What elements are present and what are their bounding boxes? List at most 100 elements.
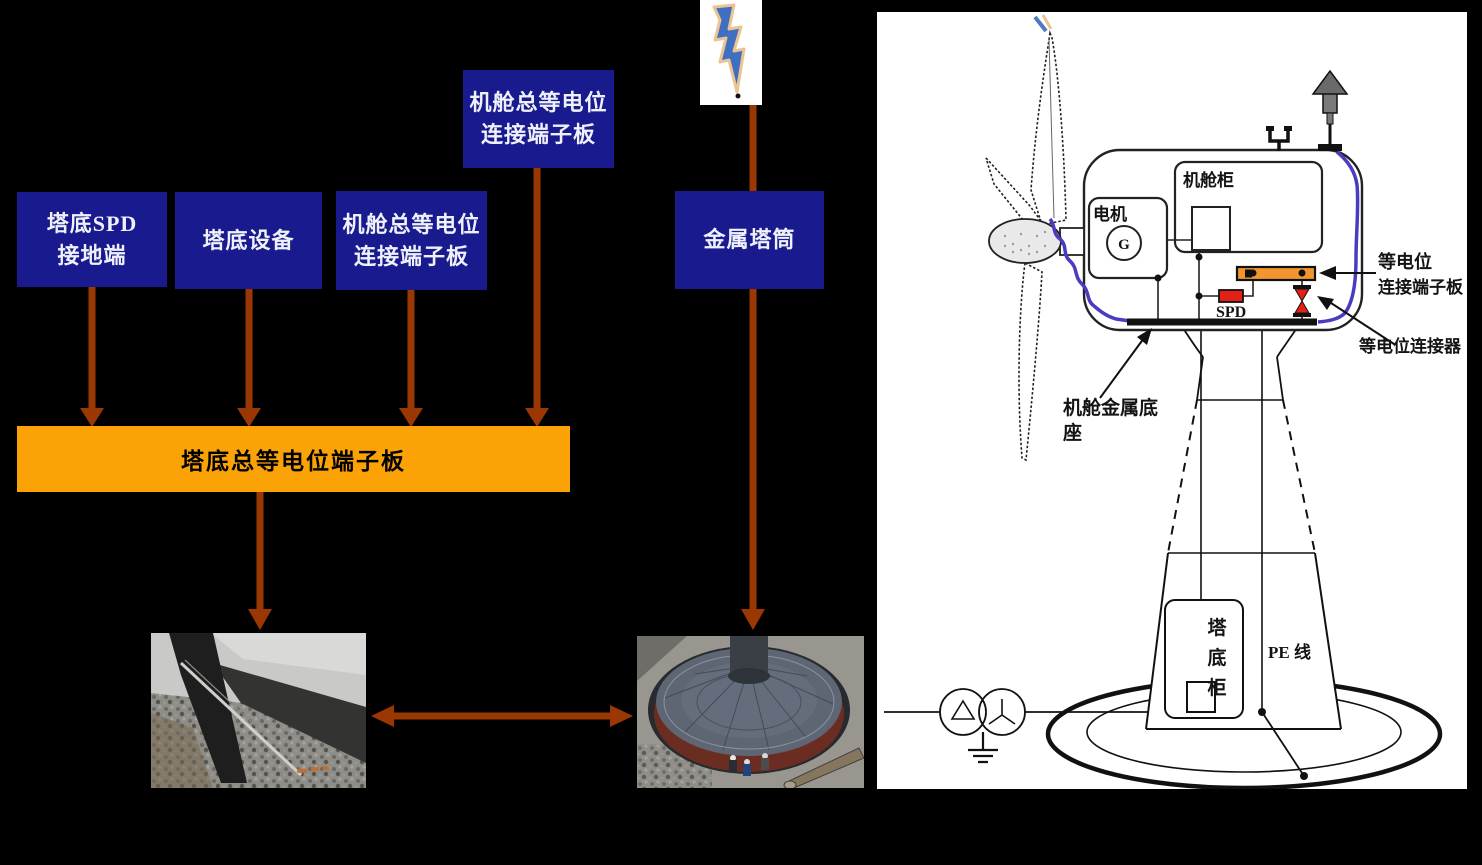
photo-foundation-rebar-art <box>637 636 864 788</box>
turbine-panel: PE 线 塔 底 柜 <box>877 12 1467 791</box>
tower-side-dashed-left <box>1167 399 1198 554</box>
label-tower-cabinet: 柜 <box>1207 677 1226 699</box>
arrowhead <box>741 609 765 630</box>
flow-box-tower-terminal-bar: 塔底总等电位端子板 <box>17 426 570 492</box>
label-spd: SPD <box>1216 304 1246 321</box>
label-nacelle-cabinet: 机舱柜 <box>1183 170 1234 190</box>
label-equipotential-connector: 等电位连接器 <box>1359 336 1462 356</box>
hub-spinner <box>988 218 1062 264</box>
lightning-receptor-icon <box>1311 69 1349 151</box>
blade-down <box>1018 261 1043 462</box>
leader-arrowhead <box>1319 266 1336 280</box>
hub-dots <box>1003 230 1047 256</box>
arrowhead <box>248 609 272 630</box>
cabinet-unit <box>1191 206 1231 251</box>
leader-line <box>1330 302 1395 345</box>
box-label-line: 塔底SPD <box>46 210 138 236</box>
arrowhead <box>237 408 261 427</box>
arrowhead <box>80 408 104 427</box>
delta-glyph <box>950 699 976 720</box>
trench-wall-shadow <box>213 663 366 763</box>
label-equipotential-line1: 等电位 <box>1378 251 1432 272</box>
label-pe-line: PE 线 <box>1268 642 1311 662</box>
nacelle-internals: 电机 G 机舱柜 SPD <box>1087 160 1324 326</box>
box-label-line: 机舱总等电位 <box>342 211 481 237</box>
blade-up <box>1030 29 1067 226</box>
flow-box-tower-equipment: 塔底设备 <box>175 192 322 289</box>
photo-foundation-rebar <box>637 636 864 788</box>
callouts: 等电位 连接端子板 等电位连接器 机舱金属底 座 <box>1063 251 1464 444</box>
leader-arrowhead <box>1317 296 1334 310</box>
ground-symbol <box>968 732 998 764</box>
concrete-surface <box>211 633 366 675</box>
junction-dot <box>1258 708 1266 716</box>
label-nacelle-base-line1: 机舱金属底 <box>1063 396 1158 419</box>
box-label-line: 连接端子板 <box>480 122 596 147</box>
roof-equipment <box>1266 69 1349 151</box>
pe-to-ring-link <box>1261 711 1305 777</box>
tower-cabinet-unit <box>1186 681 1216 713</box>
bolt-tip <box>735 93 741 99</box>
blade-left <box>985 157 1048 238</box>
anemometer-icon <box>1266 126 1292 151</box>
label-equipotential-line2: 连接端子板 <box>1378 277 1464 297</box>
label-motor: 电机 <box>1093 204 1127 224</box>
turbine-glyph <box>988 699 1016 725</box>
flow-box-spd-ground: 塔底SPD 接地端 <box>17 192 167 287</box>
label-nacelle-base-line2: 座 <box>1063 421 1082 444</box>
bar-tick <box>1245 269 1252 278</box>
workers <box>729 753 769 776</box>
rotor <box>985 14 1085 462</box>
flow-box-metal-tower: 金属塔筒 <box>675 191 824 289</box>
turbine-diagram: PE 线 塔 底 柜 <box>884 14 1464 791</box>
flow-box-nacelle-terminal: 机舱总等电位 连接端子板 <box>336 191 487 290</box>
arrowhead-left <box>371 705 394 727</box>
center-tube-base <box>728 668 770 684</box>
main-shaft <box>1059 227 1085 256</box>
arrowhead <box>399 408 423 427</box>
blade-up-axis <box>1048 39 1055 219</box>
photo-grounding-trench-art <box>151 633 366 788</box>
photo-grounding-trench <box>151 633 366 788</box>
transformer-symbol <box>884 688 1187 764</box>
tower-cabinet: 塔 底 柜 <box>1164 599 1244 719</box>
label-tower-cabinet: 塔 <box>1207 616 1227 639</box>
transformer-delta-circle <box>939 688 987 736</box>
pipe-end <box>783 780 797 788</box>
box-label-line: 接地端 <box>57 242 127 268</box>
arrow-heads <box>80 408 765 727</box>
arrowhead-right <box>610 705 633 727</box>
conductor-left <box>1048 217 1131 323</box>
ground-strip-edge <box>184 659 306 773</box>
box-label-line: 塔底设备 <box>202 227 295 253</box>
corner-shadow <box>637 636 687 681</box>
bolt-shape <box>712 3 746 94</box>
orange-watermark <box>297 766 329 773</box>
conductor-right <box>1317 150 1360 324</box>
arrowhead <box>525 408 549 427</box>
lightning-bolt-glyph <box>712 3 746 99</box>
label-tower-cabinet: 底 <box>1207 646 1226 669</box>
box-label-line: 金属塔筒 <box>703 227 796 253</box>
leader-arrowhead <box>1137 328 1152 345</box>
lightning-bolt-icon <box>700 0 762 105</box>
equipotential-bar <box>1235 265 1317 282</box>
tower-side-dashed-right <box>1282 399 1316 554</box>
box-label-line: 连接端子板 <box>353 243 469 269</box>
nacelle-cabinet-box <box>1173 160 1324 254</box>
box-label-line: 机舱总等电位 <box>469 90 608 116</box>
equipotential-connector-symbol <box>1293 285 1311 317</box>
generator-circle <box>1106 225 1142 261</box>
spd-box <box>1218 289 1244 303</box>
tower-cabinet-box <box>1164 599 1244 719</box>
box-label-line: 塔底总等电位端子板 <box>181 449 406 474</box>
flow-box-nacelle-terminal-top: 机舱总等电位 连接端子板 <box>463 70 614 168</box>
arrow-stems <box>88 105 757 720</box>
ground-strip-steel <box>179 661 303 777</box>
junction-dot <box>1300 772 1308 780</box>
leader-line <box>1099 337 1145 399</box>
blade-tip-lightning-mark <box>1033 14 1053 33</box>
soil-patch <box>151 713 213 788</box>
